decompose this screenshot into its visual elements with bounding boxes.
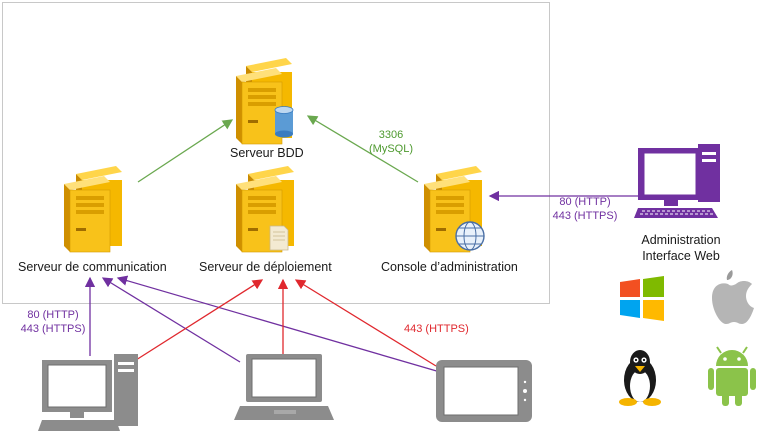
- communication-server-label: Serveur de communication: [18, 260, 167, 274]
- client-comm-ports-label: 80 (HTTP) 443 (HTTPS): [14, 308, 92, 336]
- communication-server-icon: [64, 166, 122, 253]
- admin-web-label-line2: Interface Web: [642, 249, 720, 263]
- linux-icon: [619, 350, 661, 406]
- admin-port-http: 80 (HTTP): [559, 196, 611, 208]
- deployment-server-label: Serveur de déploiement: [199, 260, 332, 274]
- console-server-icon: [424, 166, 485, 253]
- admin-web-label-line1: Administration: [641, 233, 721, 247]
- edge-desktop-to-deploy: [135, 279, 264, 361]
- desktop-client-icon: [38, 354, 138, 431]
- server-zone-boundary: [2, 2, 550, 304]
- admin-monitor-icon: [634, 144, 720, 218]
- laptop-client-icon: [234, 354, 334, 420]
- edge-comm-to-bdd: [137, 119, 234, 183]
- bdd-server-label: Serveur BDD: [230, 146, 304, 160]
- admin-port-https: 443 (HTTPS): [552, 210, 618, 222]
- database-server-icon: [236, 58, 294, 145]
- edge-console-to-bdd: [306, 115, 419, 183]
- console-server-label: Console d’administration: [381, 260, 518, 274]
- deployment-server-icon: [236, 166, 294, 253]
- client-deploy-port-label: 443 (HTTPS): [404, 323, 469, 335]
- edge-tablet-to-comm: [116, 275, 441, 373]
- apple-icon: [712, 270, 754, 324]
- tablet-client-icon: [436, 360, 532, 422]
- client-port-https: 443 (HTTPS): [20, 323, 86, 335]
- admin-ports-label: 80 (HTTP) 443 (HTTPS): [544, 195, 626, 223]
- client-port-http: 80 (HTTP): [27, 309, 79, 321]
- android-icon: [708, 346, 756, 406]
- edge-tablet-to-deploy: [294, 279, 437, 367]
- mysql-proto: (MySQL): [369, 143, 413, 155]
- windows-icon: [620, 276, 664, 321]
- mysql-port: 3306: [378, 129, 404, 141]
- mysql-port-label: 3306 (MySQL): [366, 128, 416, 156]
- admin-web-label: Administration Interface Web: [636, 232, 726, 264]
- edge-laptop-to-comm: [101, 277, 241, 363]
